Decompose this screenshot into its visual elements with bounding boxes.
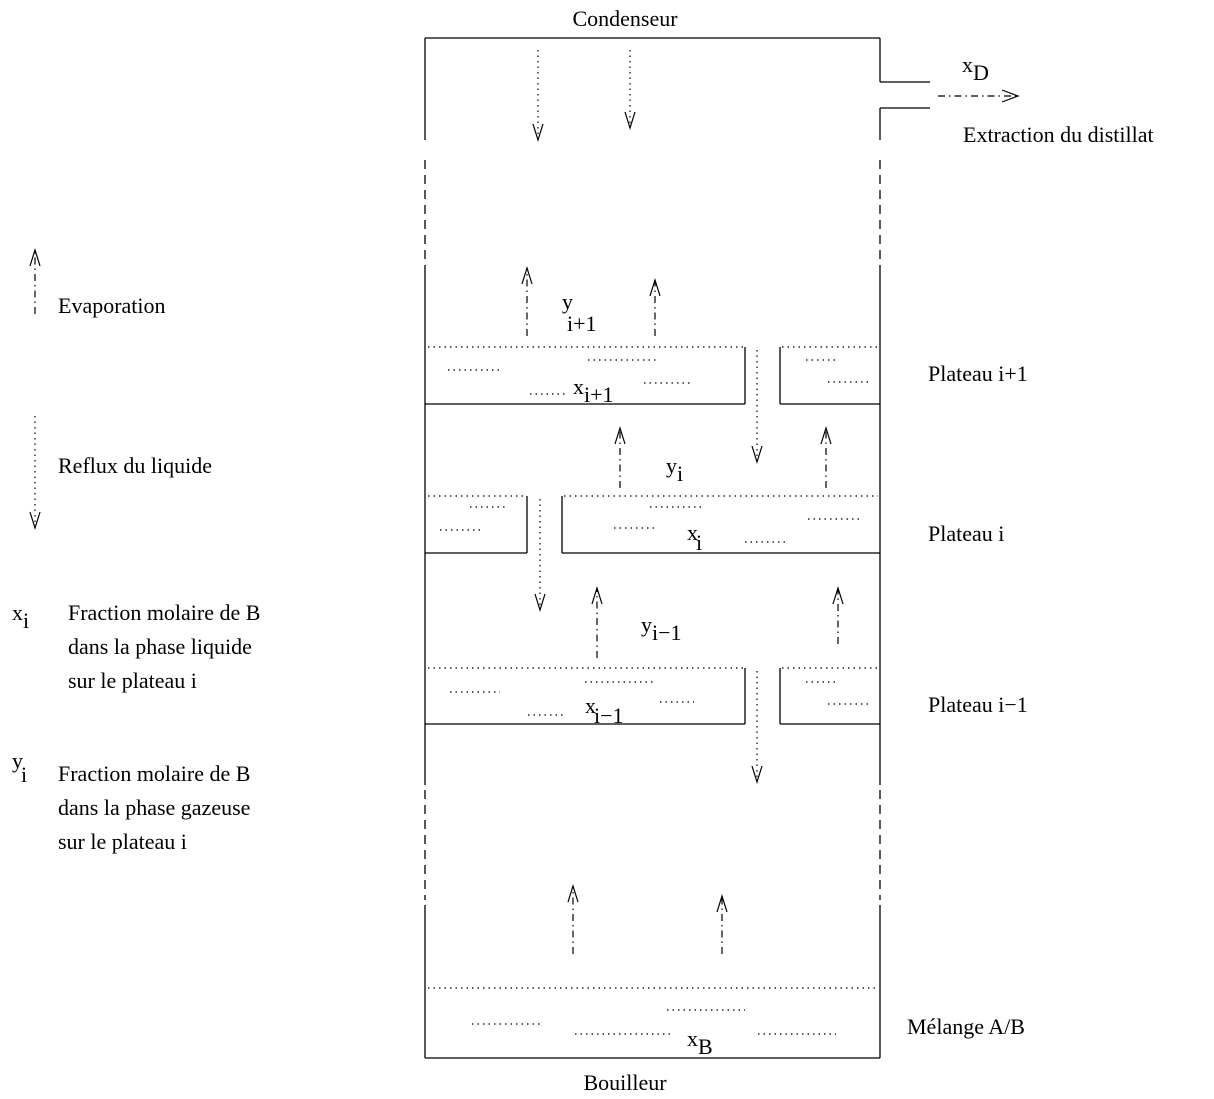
reflux-downcomer-plate-i-minus-1	[751, 671, 763, 785]
legend-reflux-label: Reflux du liquide	[58, 453, 212, 478]
plate-i-minus-1	[425, 667, 880, 725]
reflux-downcomer-plate-i	[534, 499, 546, 613]
vapor-arrow-above-plate-i-minus-1-right	[832, 585, 844, 644]
vapor-arrow-above-plate-i-right	[820, 425, 832, 488]
condenser-reflux-arrow-right	[624, 50, 636, 131]
legend-y-def-line2: dans la phase gazeuse	[58, 795, 250, 820]
vapor-arrow-above-plate-i-plus-1-right	[649, 277, 661, 336]
plate-i-minus-1-y: yi−1	[641, 612, 682, 645]
reflux-downcomer-plate-i-plus-1	[751, 350, 763, 465]
vapor-arrow-above-plate-i-plus-1-left	[521, 265, 533, 336]
legend-y-def-line3: sur le plateau i	[58, 829, 187, 854]
vapor-arrow-above-plate-i-minus-1-left	[591, 585, 603, 658]
distillate-label: Extraction du distillat	[963, 122, 1154, 147]
legend-x-def-line1: Fraction molaire de B	[68, 600, 260, 625]
legend-x-def-line2: dans la phase liquide	[68, 634, 252, 659]
vapor-arrow-boiler-right	[716, 893, 728, 954]
legend-evaporation-label: Evaporation	[58, 293, 166, 318]
vapor-arrow-boiler-left	[567, 883, 579, 954]
plate-i-y: yi	[666, 453, 683, 486]
boiler-label: Bouilleur	[583, 1070, 667, 1095]
condenser-reflux-arrow-left	[532, 50, 544, 143]
plate-i-x: xi	[687, 520, 702, 555]
mixture-label: Mélange A/B	[907, 1014, 1025, 1039]
vapor-arrow-above-plate-i-left	[614, 425, 626, 488]
plate-i-plus-1	[425, 346, 880, 405]
condenser-label: Condenseur	[572, 6, 678, 31]
boiler-liquid	[428, 987, 878, 1035]
column-outline	[424, 37, 930, 1059]
plate-i-minus-1-x: xi−1	[585, 693, 624, 728]
legend-x-def-line3: sur le plateau i	[68, 668, 197, 693]
legend-evaporation-arrow	[29, 247, 41, 314]
legend-x-symbol: xi	[12, 600, 29, 633]
distillate-extraction-arrow	[938, 89, 1020, 103]
plate-i-minus-1-label: Plateau i−1	[928, 692, 1028, 717]
plate-i	[425, 495, 880, 554]
plate-i-plus-1-x: xi+1	[573, 374, 614, 407]
plate-i-label: Plateau i	[928, 521, 1004, 546]
legend-reflux-arrow	[29, 416, 41, 531]
distillate-variable: xD	[962, 52, 989, 85]
plate-i-plus-1-label: Plateau i+1	[928, 361, 1028, 386]
boiler-x: xB	[687, 1026, 713, 1059]
legend-y-def-line1: Fraction molaire de B	[58, 761, 250, 786]
